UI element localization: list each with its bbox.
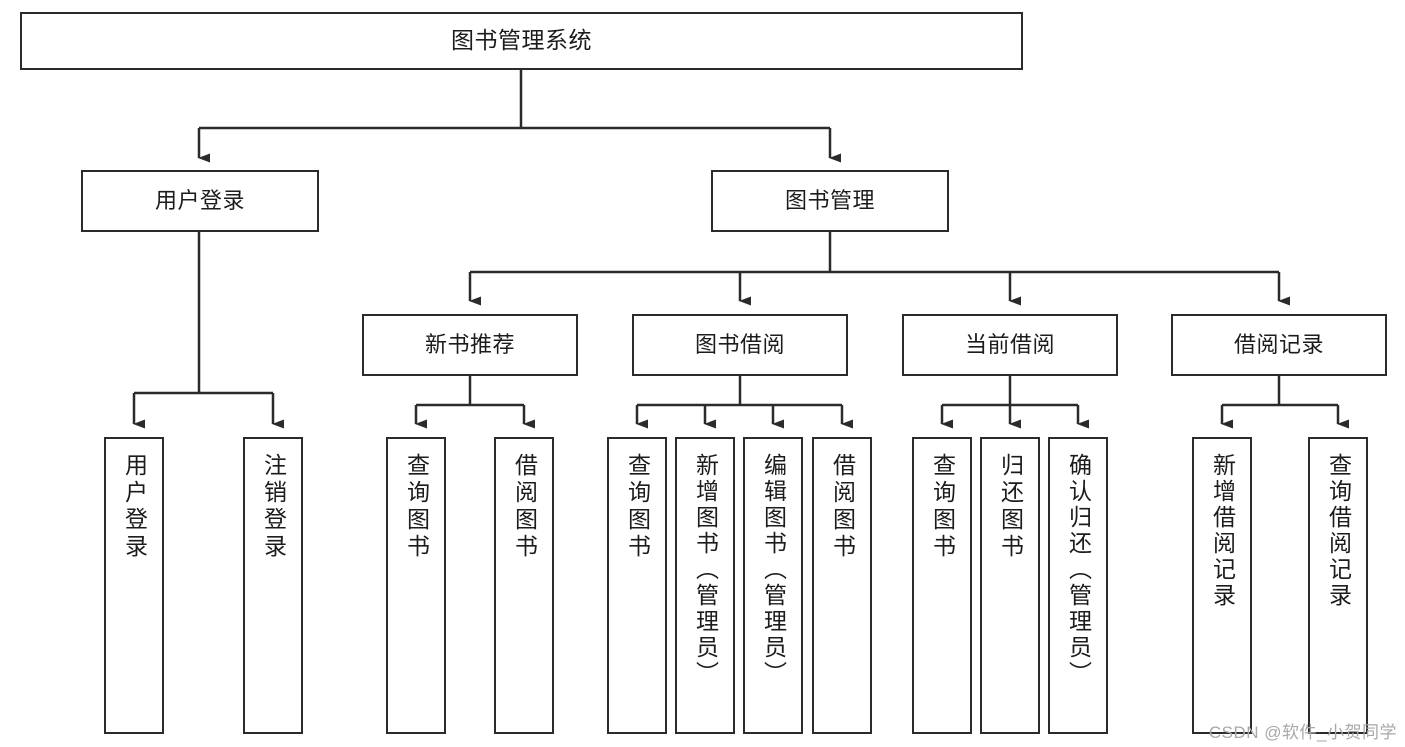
node-book-management-system[interactable]: 图书管理系统 [20, 12, 1023, 70]
node-new-book-recommend[interactable]: 新书推荐 [362, 314, 578, 376]
node-label: 图书管理 [784, 188, 875, 214]
node-label: 新增图书（管理员） [692, 453, 719, 687]
leaf-new-book-borrow-book[interactable]: 借阅图书 [494, 437, 554, 734]
node-label: 查询图书 [624, 453, 651, 561]
node-label: 用户登录 [154, 188, 245, 214]
node-label: 查询借阅记录 [1325, 453, 1352, 609]
leaf-book-borrow-borrow-book[interactable]: 借阅图书 [812, 437, 872, 734]
node-label: 借阅图书 [829, 453, 856, 561]
node-current-borrow[interactable]: 当前借阅 [902, 314, 1118, 376]
leaf-current-borrow-query-book[interactable]: 查询图书 [912, 437, 972, 734]
node-label: 确认归还（管理员） [1065, 453, 1092, 687]
node-book-borrow[interactable]: 图书借阅 [632, 314, 848, 376]
node-label: 注销登录 [260, 453, 287, 561]
node-label: 编辑图书（管理员） [760, 453, 787, 687]
node-label: 新书推荐 [424, 332, 515, 358]
node-label: 新增借阅记录 [1209, 453, 1236, 609]
leaf-current-borrow-confirm-return-admin[interactable]: 确认归还（管理员） [1048, 437, 1108, 734]
leaf-book-borrow-query-book[interactable]: 查询图书 [607, 437, 667, 734]
node-label: 当前借阅 [964, 332, 1055, 358]
node-label: 用户登录 [121, 453, 148, 561]
node-label: 查询图书 [403, 453, 430, 561]
node-label: 图书管理系统 [451, 27, 592, 54]
node-label: 图书借阅 [694, 332, 785, 358]
leaf-user-login-login[interactable]: 用户登录 [104, 437, 164, 734]
leaf-book-borrow-add-book-admin[interactable]: 新增图书（管理员） [675, 437, 735, 734]
leaf-user-login-logout[interactable]: 注销登录 [243, 437, 303, 734]
leaf-borrow-record-query-record[interactable]: 查询借阅记录 [1308, 437, 1368, 734]
watermark-text: CSDN @软件_小贺同学 [1208, 723, 1397, 742]
leaf-borrow-record-add-record[interactable]: 新增借阅记录 [1192, 437, 1252, 734]
node-user-login[interactable]: 用户登录 [81, 170, 319, 232]
node-label: 归还图书 [997, 453, 1024, 561]
node-book-management[interactable]: 图书管理 [711, 170, 949, 232]
leaf-current-borrow-return-book[interactable]: 归还图书 [980, 437, 1040, 734]
node-label: 借阅图书 [511, 453, 538, 561]
node-label: 借阅记录 [1233, 332, 1324, 358]
leaf-book-borrow-edit-book-admin[interactable]: 编辑图书（管理员） [743, 437, 803, 734]
leaf-new-book-query-book[interactable]: 查询图书 [386, 437, 446, 734]
node-borrow-record[interactable]: 借阅记录 [1171, 314, 1387, 376]
node-label: 查询图书 [929, 453, 956, 561]
